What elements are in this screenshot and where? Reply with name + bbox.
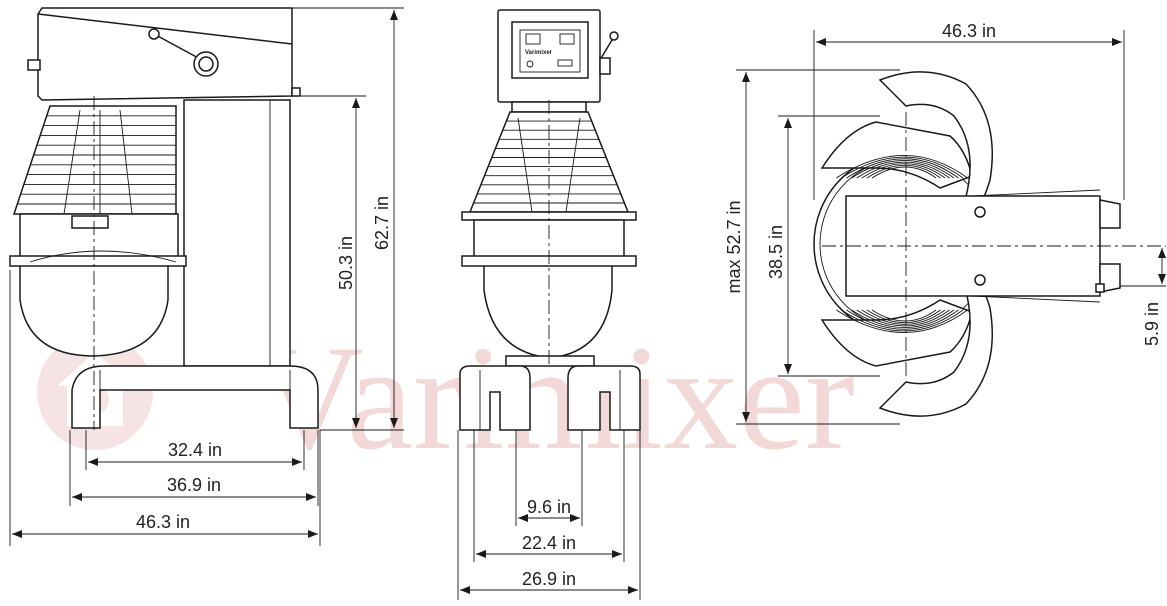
front-leg-right	[567, 365, 641, 431]
watermark: Varimixer	[37, 315, 855, 481]
side-head-knob	[27, 59, 41, 71]
side-base	[71, 365, 319, 429]
side-head-slope	[37, 13, 293, 45]
side-bowl-rim	[9, 255, 187, 267]
dim-leg-gap-label: 9.6 in	[527, 497, 571, 517]
guard-arc	[871, 166, 937, 179]
guard-arc	[856, 309, 950, 327]
top-knob-upper	[1099, 199, 1121, 229]
side-head-bolt	[291, 87, 301, 97]
guard-arc	[861, 309, 946, 325]
front-lever	[599, 39, 613, 61]
panel-display-right	[559, 33, 575, 45]
dim-top-max-width-label: max 52.7 in	[724, 200, 744, 293]
top-guard-upper-bars	[836, 155, 968, 179]
side-lever	[153, 33, 203, 61]
guard-arc	[836, 155, 968, 179]
guard-arc	[871, 309, 937, 322]
guard-arc	[846, 158, 959, 179]
control-panel	[511, 21, 589, 79]
panel-display-left	[525, 33, 541, 45]
side-guard-bars	[17, 115, 176, 205]
dim-top-offset-label: 5.9 in	[1142, 302, 1162, 346]
guard-arc	[846, 309, 959, 330]
control-panel-brand: Varimixer	[525, 50, 553, 56]
top-guard-lower-bars	[836, 309, 968, 333]
dim-overall-width-label: 26.9 in	[522, 569, 576, 589]
top-pivot-upper	[974, 206, 986, 218]
dim-overall-height-label: 62.7 in	[372, 196, 392, 250]
guard-arc	[861, 163, 946, 179]
side-view: 62.7 in 50.3 in 32.4 in 36.9 in 46.3 in	[9, 7, 404, 546]
top-view: 46.3 in max 52.7 in 38.5 in 5.9 in	[724, 21, 1166, 425]
guard-arc	[856, 161, 950, 179]
dim-top-depth-label: 46.3 in	[942, 21, 996, 41]
front-leg-left	[459, 365, 531, 431]
side-bowl	[19, 213, 179, 357]
top-knob-lower	[1099, 263, 1121, 293]
top-pivot-lower	[974, 274, 986, 286]
side-lever-pivot	[148, 28, 160, 40]
front-view: Varimixer 9.6 in	[457, 9, 641, 600]
top-guard-upper	[820, 121, 973, 189]
side-head	[37, 7, 293, 101]
panel-knob	[526, 60, 534, 68]
guard-arc	[841, 309, 964, 332]
dim-overall-depth-label: 46.3 in	[136, 512, 190, 532]
dim-base-outer-label: 36.9 in	[167, 475, 221, 495]
guard-arc	[851, 160, 955, 179]
dim-base-width-label: 22.4 in	[522, 533, 576, 553]
guard-arc	[851, 309, 955, 328]
guard-arc	[841, 156, 964, 179]
guard-arc	[836, 309, 968, 333]
dim-column-height-label: 50.3 in	[336, 236, 356, 290]
guard-arc	[866, 164, 941, 179]
guard-arc	[866, 309, 941, 324]
side-column	[183, 99, 291, 367]
dim-base-inner-label: 32.4 in	[168, 440, 222, 460]
side-bowl-guard	[12, 105, 177, 215]
dim-top-guard-width-label: 38.5 in	[766, 225, 786, 279]
